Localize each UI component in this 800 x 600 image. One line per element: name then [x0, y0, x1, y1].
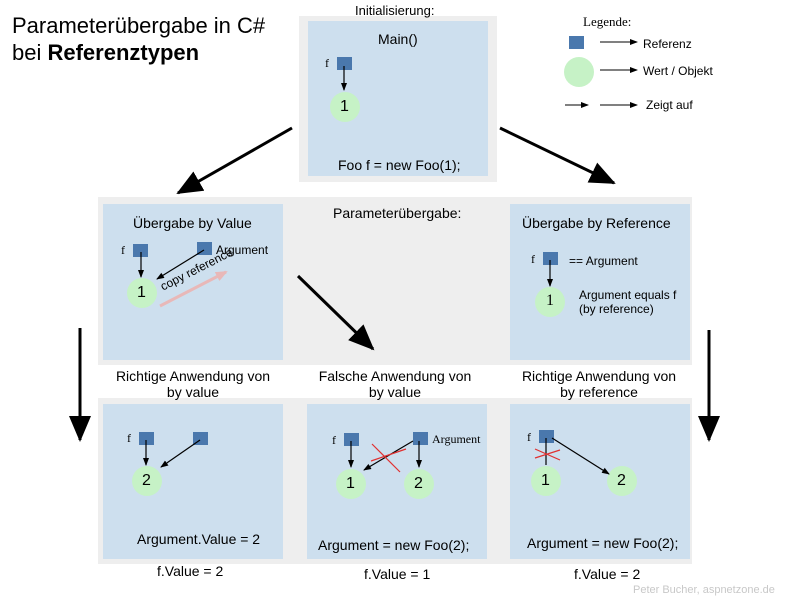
r2-var-label: f: [332, 433, 336, 447]
r2-obj-label-2: 2: [414, 475, 423, 492]
br-value-circle: [535, 287, 565, 317]
r2-value-circle-2: [404, 469, 434, 499]
init-main-label: Main(): [378, 31, 418, 47]
bv-obj-label: 1: [137, 284, 146, 301]
r1-outcome: f.Value = 2: [157, 563, 224, 579]
r3-obj-label-2: 2: [617, 472, 626, 489]
by-reference-title: Übergabe by Reference: [522, 215, 671, 231]
legend-value-label: Wert / Objekt: [643, 64, 713, 78]
title-bold: Referenztypen: [47, 40, 200, 65]
br-argument-label: == Argument: [569, 254, 638, 268]
r2-f-square: [344, 433, 359, 446]
legend-reference-label: Referenz: [643, 37, 692, 51]
bv-value-circle: [127, 278, 157, 308]
r2-value-circle-1: [336, 469, 366, 499]
legend-reference-square: [569, 36, 584, 49]
init-reference-square: [337, 57, 352, 70]
r3-var-label: f: [527, 430, 531, 444]
init-obj-label: 1: [340, 98, 349, 115]
r3-f-square: [539, 430, 554, 443]
r1-argument-pointer: [160, 439, 201, 468]
r2-argument-square: [413, 432, 428, 445]
result-1-heading: Richtige Anwendung von by value: [103, 368, 283, 400]
r1-f-square: [139, 432, 154, 445]
result-3-heading-line-2: by reference: [560, 384, 638, 400]
result-3-heading: Richtige Anwendung von by reference: [509, 368, 689, 400]
bv-f-square: [133, 244, 148, 257]
r2-cross-line-2: [370, 448, 407, 462]
legend-title: Legende:: [583, 14, 632, 29]
bv-argument-pointer: [156, 249, 205, 280]
result-3-heading-line-1: Richtige Anwendung von: [521, 368, 677, 384]
br-note-line-2: (by reference): [579, 302, 654, 316]
flow-arrow-to-by-value: [176, 126, 293, 195]
br-obj-label: 1: [546, 292, 554, 309]
title-line-1: Parameterübergabe in C#: [12, 13, 266, 38]
diagram-title: Parameterübergabe in C# bei Referenztype…: [12, 12, 265, 66]
br-var-label: f: [531, 252, 535, 266]
result-2-heading: Falsche Anwendung von by value: [305, 368, 485, 400]
r2-argument-label: Argument: [432, 432, 481, 446]
title-prefix: bei: [12, 40, 48, 65]
init-var-label: f: [325, 56, 329, 70]
r3-value-circle-1: [531, 466, 561, 496]
br-f-square: [543, 252, 558, 265]
bv-argument-label: Argument: [216, 243, 269, 257]
credit-text: Peter Bucher, aspnetzone.de: [633, 584, 775, 596]
flow-arrow-to-by-reference: [499, 126, 616, 185]
init-code: Foo f = new Foo(1);: [338, 157, 461, 173]
flow-arrow-wrong-usage: [296, 274, 375, 351]
r3-value-circle-2: [607, 466, 637, 496]
br-note-line-1: Argument equals f: [579, 288, 677, 302]
r2-code: Argument = new Foo(2);: [318, 537, 470, 553]
title-line-2: bei Referenztypen: [12, 39, 265, 66]
r3-new-pointer: [551, 437, 610, 475]
result-1-heading-line-2: by value: [166, 384, 220, 400]
r2-obj-label-1: 1: [346, 475, 355, 492]
r1-var-label: f: [127, 431, 131, 445]
by-reference-panel: [510, 204, 690, 360]
r1-value-circle: [132, 466, 162, 496]
r3-obj-label-1: 1: [541, 472, 550, 489]
r2-outcome: f.Value = 1: [364, 566, 431, 582]
by-value-title: Übergabe by Value: [133, 215, 252, 231]
legend-value-circle: [564, 57, 594, 87]
init-caption: Initialisierung:: [355, 3, 435, 18]
legend-points-to-label: Zeigt auf: [646, 98, 693, 112]
bv-copy-reference-arrow: [159, 270, 228, 308]
init-value-circle: [330, 92, 360, 122]
result-1-heading-line-1: Richtige Anwendung von: [115, 368, 271, 384]
r3-code: Argument = new Foo(2);: [527, 535, 679, 551]
r2-cross-line-1: [371, 443, 401, 473]
r3-cross-line-2: [534, 449, 561, 459]
r1-obj-label: 2: [142, 472, 151, 489]
result-2-heading-line-2: by value: [368, 384, 422, 400]
r3-outcome: f.Value = 2: [574, 566, 641, 582]
result-2-heading-line-1: Falsche Anwendung von: [318, 368, 472, 384]
bv-var-label: f: [121, 243, 125, 257]
r1-code: Argument.Value = 2: [137, 531, 261, 547]
param-caption: Parameterübergabe:: [333, 205, 462, 221]
